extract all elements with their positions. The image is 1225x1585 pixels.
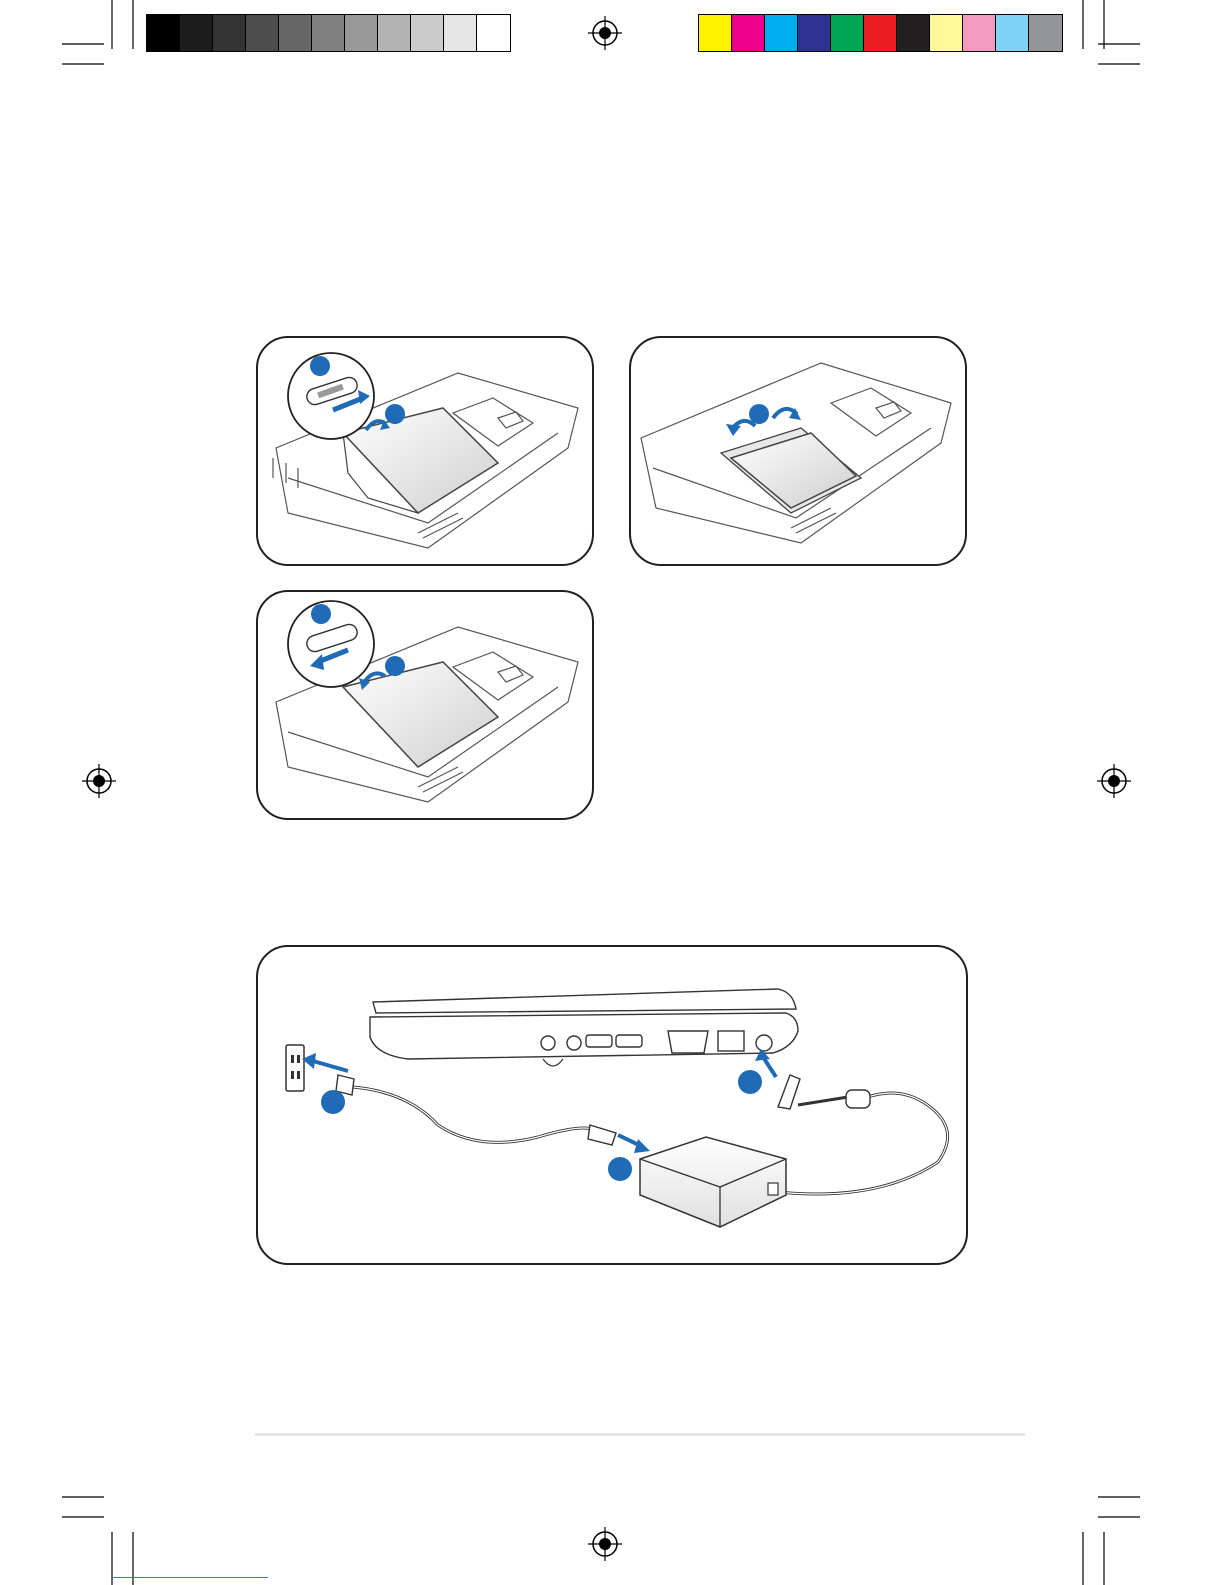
footer-rule <box>255 1433 1025 1436</box>
power-adapter-connection-illustration <box>256 945 968 1265</box>
step-number-circle-icon <box>385 404 405 424</box>
battery-lift-out-illustration <box>629 336 967 566</box>
step-number-circle-icon <box>311 604 331 624</box>
step-number-circle-icon <box>608 1157 632 1181</box>
step-number-circle-icon <box>749 404 769 424</box>
battery-insert-lock-illustration <box>256 590 594 820</box>
wall-outlet-icon <box>286 1045 304 1091</box>
registration-mark-icon <box>82 16 1131 1561</box>
power-adapter-icon <box>640 1137 786 1227</box>
step-number-circle-icon <box>385 656 405 676</box>
battery-unlock-remove-illustration <box>256 336 594 566</box>
footer-link-underline <box>113 1577 268 1579</box>
step-number-circle-icon <box>321 1090 345 1114</box>
step-number-circle-icon <box>310 356 330 376</box>
step-number-circle-icon <box>738 1070 762 1094</box>
